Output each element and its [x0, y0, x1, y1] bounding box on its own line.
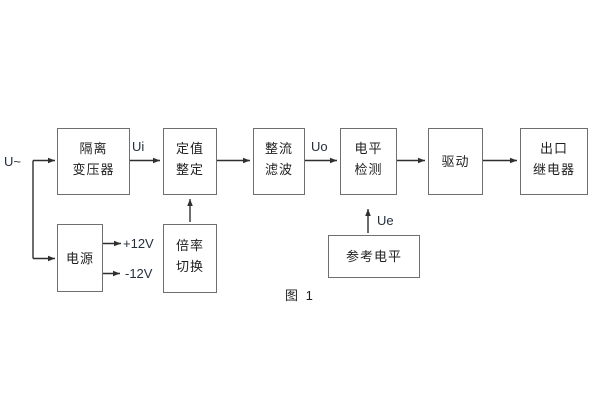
block-reference-level: 参考电平 [328, 235, 420, 278]
block-label-line: 变压器 [72, 161, 115, 177]
block-label-line: 整流 [264, 140, 293, 156]
block-label-line: 切换 [175, 258, 204, 274]
label-uo: Uo [311, 139, 328, 154]
block-label-line: 电源 [65, 250, 94, 266]
figure-caption: 图 1 [285, 288, 315, 303]
label-ui: Ui [132, 139, 145, 154]
block-label-line: 检测 [354, 161, 383, 177]
block-label-line: 隔离 [79, 140, 108, 156]
block-output-relay: 出口 继电器 [520, 128, 588, 195]
block-level-detection: 电平 检测 [340, 128, 397, 195]
block-label-line: 电平 [354, 140, 383, 156]
block-label-line: 整定 [175, 161, 204, 177]
block-isolation-transformer: 隔离 变压器 [57, 128, 130, 195]
block-ratio-switch: 倍率 切换 [163, 224, 217, 293]
block-label-line: 继电器 [532, 161, 575, 177]
block-label-line: 倍率 [175, 237, 204, 253]
label-input-voltage: U~ [4, 154, 21, 169]
label-ue: Ue [377, 213, 394, 228]
block-power-supply: 电源 [57, 224, 103, 292]
block-driver: 驱动 [428, 128, 483, 195]
block-label-line: 驱动 [441, 154, 470, 169]
block-label-line: 出口 [539, 140, 568, 156]
label-minus-12v: -12V [125, 266, 153, 281]
block-label-line: 定值 [175, 140, 204, 156]
block-label-line: 滤波 [264, 161, 293, 177]
label-plus-12v: +12V [123, 236, 154, 251]
block-rectifier-filter: 整流 滤波 [253, 128, 305, 195]
block-label-line: 参考电平 [345, 249, 402, 264]
block-setting-adjust: 定值 整定 [163, 128, 217, 195]
